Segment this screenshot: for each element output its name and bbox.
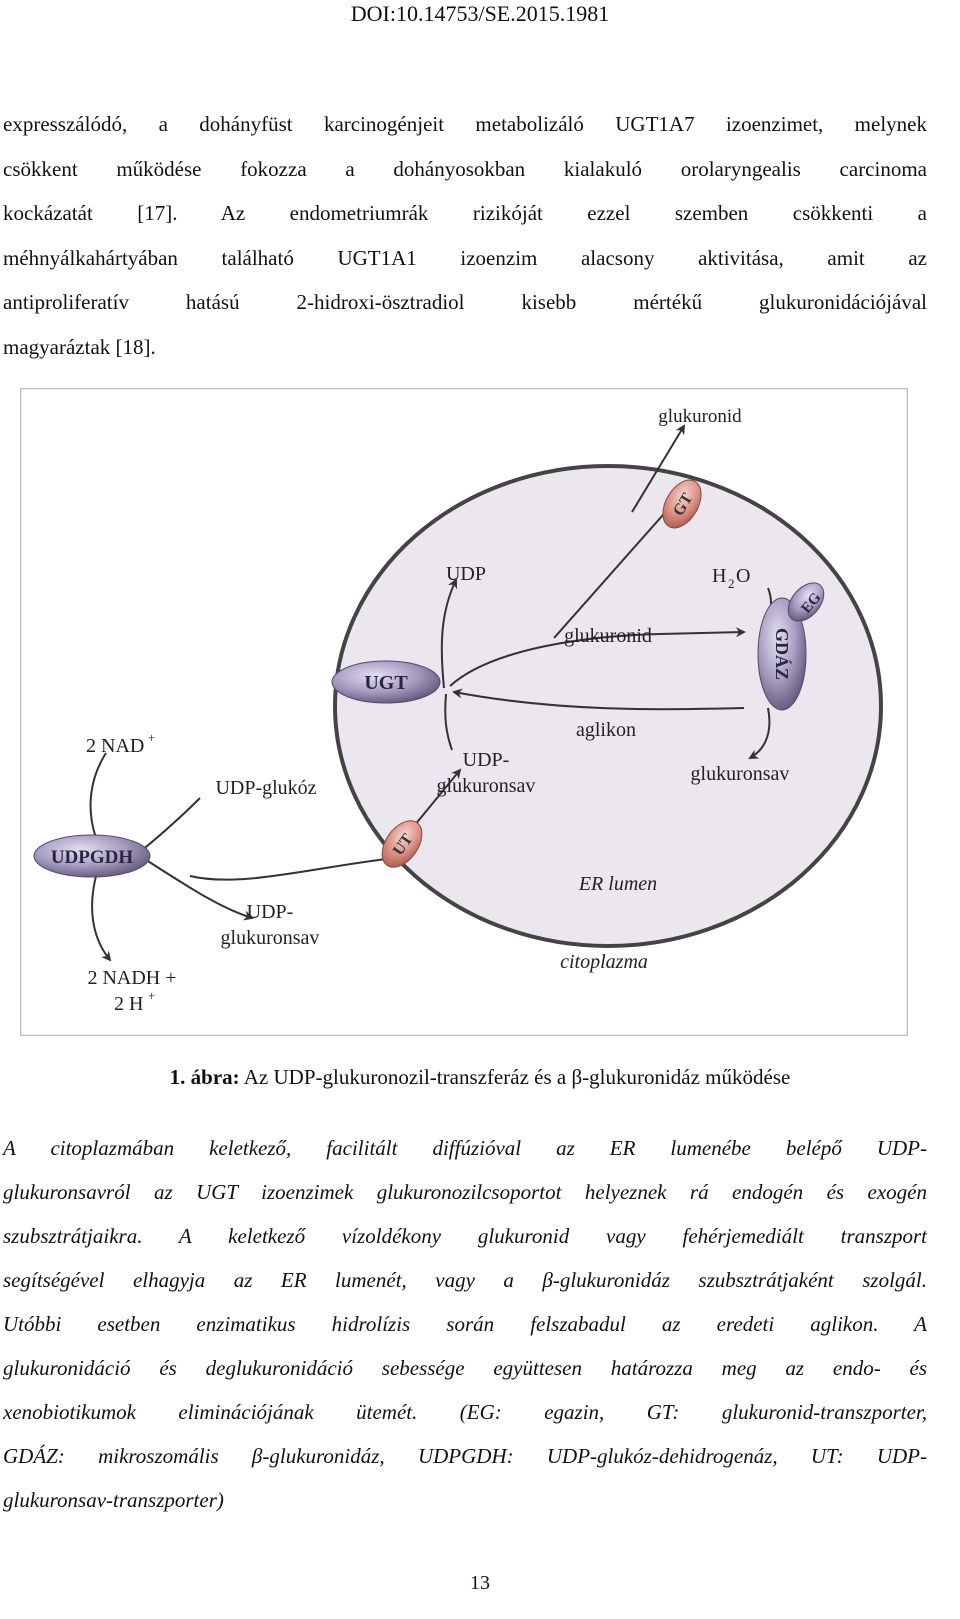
nad-text: 2 NAD bbox=[86, 735, 144, 757]
description-line: szubsztrátjaikra. A keletkező vízoldékon… bbox=[3, 1224, 927, 1248]
arrow-ugt-to-glukuronid bbox=[449, 627, 746, 687]
nadh-line2: 2 H + bbox=[114, 988, 155, 1015]
arrow-udpgdh-to-udpglukuronsav bbox=[139, 855, 254, 921]
arrow-ugt-to-udp bbox=[440, 578, 458, 689]
description-line: glukuronsav-transzporter) bbox=[3, 1488, 224, 1512]
h2o-h: H bbox=[712, 565, 726, 587]
udp-label: UDP bbox=[446, 563, 486, 585]
udp-glukuronsav-outer-line1: UDP- bbox=[247, 901, 294, 923]
page-number: 13 bbox=[470, 1572, 490, 1594]
description-line: GDÁZ: mikroszomális β-glukuronidáz, UDPG… bbox=[3, 1444, 927, 1468]
paragraph-line: csökkent működése fokozza a dohányosokba… bbox=[3, 156, 927, 181]
h-plus-superscript: + bbox=[148, 988, 155, 1003]
description-line: A citoplazmában keletkező, facilitált di… bbox=[3, 1136, 927, 1160]
arrow-glukuronid-out bbox=[631, 424, 686, 513]
arrow-udpgluc-to-ugt bbox=[444, 693, 453, 751]
arrow-glukuronid-to-gt bbox=[553, 497, 679, 639]
citoplazma-label: citoplazma bbox=[560, 951, 648, 973]
udp-glukuronsav-inner-line2: glukuronsav bbox=[437, 775, 536, 797]
description-line: xenobiotikumok eliminációjának ütemét. (… bbox=[3, 1400, 927, 1424]
udp-glukuronsav-outer-line2: glukuronsav bbox=[221, 927, 320, 949]
h2o-o: O bbox=[736, 565, 750, 587]
body-paragraph: expresszálódó, a dohányfüst karcinogénje… bbox=[3, 102, 927, 369]
figure-description: A citoplazmában keletkező, facilitált di… bbox=[3, 1126, 927, 1522]
figure-diagram: GT UGT GDÁZ EG UT UDPGDH glukuronid UDP … bbox=[19, 387, 909, 1037]
nad-label: 2 NAD + bbox=[86, 730, 155, 757]
figure-caption: 1. ábra: Az UDP-glukuronozil-transzferáz… bbox=[0, 1062, 960, 1092]
gdaz-enzyme bbox=[757, 597, 807, 711]
description-line: Utóbbi esetben enzimatikus hidrolízis so… bbox=[3, 1312, 927, 1336]
ugt-enzyme bbox=[331, 660, 441, 704]
description-line: glukuronsavról az UGT izoenzimek glukuro… bbox=[3, 1180, 927, 1204]
description-line: segítségével elhagyja az ER lumenét, vag… bbox=[3, 1268, 927, 1292]
gdaz-label: GDÁZ bbox=[772, 628, 793, 680]
er-lumen-ellipse bbox=[333, 464, 883, 948]
paragraph-line: expresszálódó, a dohányfüst karcinogénje… bbox=[3, 112, 927, 136]
description-line: glukuronidáció és deglukuronidáció sebes… bbox=[3, 1356, 927, 1380]
eg-protein bbox=[787, 582, 825, 622]
nad-superscript: + bbox=[148, 730, 155, 745]
arrow-aglikon-to-ugt bbox=[452, 688, 745, 711]
glukuronid-top-label: glukuronid bbox=[658, 406, 742, 427]
paragraph-line: kockázatát [17]. Az endometriumrák rizik… bbox=[3, 201, 927, 225]
arrow-udpgluc-to-ut bbox=[189, 857, 395, 881]
h2o-subscript: 2 bbox=[728, 576, 735, 591]
paragraph-line: méhnyálkahártyában található UGT1A1 izoe… bbox=[3, 245, 927, 270]
glukuronid-mid-label: glukuronid bbox=[564, 625, 652, 647]
udp-glukuronsav-inner-line1: UDP- bbox=[463, 749, 510, 771]
udp-glukoz-label: UDP-glukóz bbox=[215, 777, 316, 799]
doi-header: DOI:10.14753/SE.2015.1981 bbox=[350, 1, 610, 26]
ugt-label: UGT bbox=[364, 672, 408, 694]
figure-title: Az UDP-glukuronozil-transzferáz és a β-g… bbox=[239, 1065, 791, 1089]
udpgdh-enzyme bbox=[33, 834, 151, 878]
arrow-gdaz-to-glukuronsav bbox=[748, 707, 771, 759]
h2o-label: H 2 O bbox=[712, 565, 750, 591]
arrow-nad-to-udpgdh bbox=[89, 752, 107, 848]
glucuronidation-diagram: GT UGT GDÁZ EG UT UDPGDH glukuronid UDP … bbox=[19, 387, 909, 1037]
aglikon-label: aglikon bbox=[576, 719, 636, 741]
udpgdh-label: UDPGDH bbox=[51, 847, 134, 868]
er-lumen-label: ER lumen bbox=[578, 873, 657, 895]
ut-transporter bbox=[381, 820, 423, 868]
glukuronsav-label: glukuronsav bbox=[691, 763, 790, 785]
paragraph-line: antiproliferatív hatású 2-hidroxi-ösztra… bbox=[3, 290, 927, 314]
paragraph-line: magyaráztak [18]. bbox=[3, 334, 156, 359]
arrow-udpgdh-to-nadh bbox=[91, 875, 112, 962]
gt-transporter bbox=[662, 479, 702, 529]
figure-number: 1. ábra: bbox=[169, 1065, 240, 1089]
h-plus-text: 2 H bbox=[114, 993, 143, 1015]
nadh-line1: 2 NADH + bbox=[87, 967, 176, 989]
